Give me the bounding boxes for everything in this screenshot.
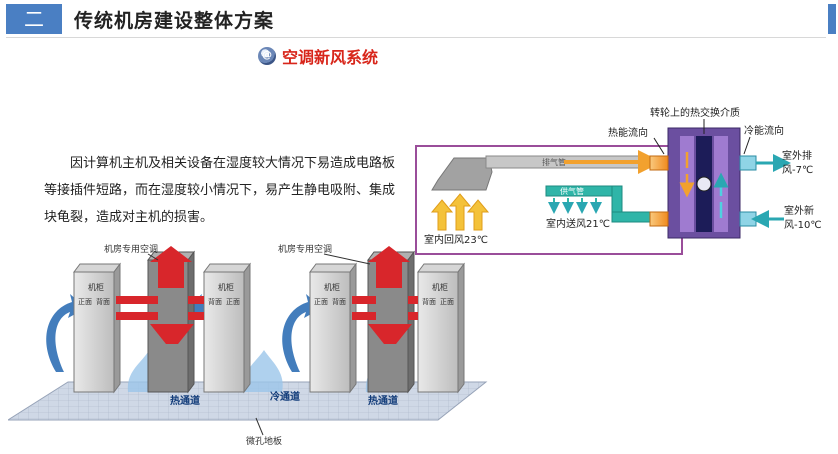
ac-unit-left-label: 机房专用空调 xyxy=(104,243,158,255)
at-icon: @ xyxy=(258,47,276,65)
cabinet-label: 机柜 xyxy=(218,282,234,292)
supply-air-arrows xyxy=(548,198,602,214)
front-label: 正面 xyxy=(440,298,454,306)
cold-port-top xyxy=(739,155,757,171)
back-label: 背面 xyxy=(422,297,436,306)
heat-exchange-diagram: 排气管 室内回风23℃ 供气管 室内送风21℃ 转轮上的热交换介质 热能流向 冷… xyxy=(415,106,822,255)
heat-flow-label: 热能流向 xyxy=(608,126,648,139)
indoor-return-label: 室内回风23℃ xyxy=(424,233,488,246)
outdoor-exhaust-label-2: 风-7℃ xyxy=(782,164,813,176)
cabinet-right-b-body xyxy=(417,271,459,393)
heat-port-bottom xyxy=(649,211,669,227)
cabinet-right-a-body xyxy=(309,271,351,393)
cold-flow-label: 冷能流向 xyxy=(744,124,784,137)
hot-aisle-label-left: 热通道 xyxy=(170,394,200,407)
cold-flow-leader xyxy=(743,136,751,155)
cabinet-label: 机柜 xyxy=(324,282,340,292)
back-label: 背面 xyxy=(96,297,110,306)
cold-port-bottom xyxy=(739,211,757,227)
front-label: 正面 xyxy=(314,298,328,306)
back-label: 背面 xyxy=(208,297,222,306)
indoor-supply-label: 室内送风21℃ xyxy=(546,217,610,230)
hot-air-flows xyxy=(116,246,418,344)
cabinet-left-a-body xyxy=(73,271,115,393)
cabinet-label: 机柜 xyxy=(432,282,448,292)
front-label: 正面 xyxy=(226,298,240,306)
section-number: 二 xyxy=(6,4,62,34)
cabinet-left-b xyxy=(203,263,251,273)
cabinet-label: 机柜 xyxy=(88,282,104,292)
back-label: 背面 xyxy=(332,297,346,306)
ac-left-leader xyxy=(147,253,159,261)
rotor-hub xyxy=(696,176,712,192)
floor-label: 微孔地板 xyxy=(246,435,282,447)
supply-pipe-lower xyxy=(611,211,657,223)
floor-label-leader xyxy=(255,417,264,436)
exhaust-hood xyxy=(431,157,493,191)
outdoor-fresh-label-1: 室外新 xyxy=(784,204,814,217)
server-room-diagram: 微孔地板 机柜 正面 背面 机柜 背面 正面 xyxy=(8,243,488,447)
section-subtitle: 空调新风系统 xyxy=(282,48,379,67)
hot-aisle-label-right: 热通道 xyxy=(368,394,398,407)
body-paragraph: 因计算机主机及相关设备在湿度较大情况下易造成电路板等接插件短路，而在湿度较小情况… xyxy=(44,156,396,225)
outdoor-exhaust-label-1: 室外排 xyxy=(782,149,812,162)
cabinet-left-b-body xyxy=(203,271,245,393)
right-accent-bar xyxy=(828,4,836,34)
supply-pipe xyxy=(545,185,623,197)
cold-aisle-label: 冷通道 xyxy=(270,390,300,403)
exhaust-duct-label: 排气管 xyxy=(542,157,566,167)
cabinet-left-a xyxy=(73,263,121,273)
supply-duct-label: 供气管 xyxy=(560,186,584,196)
return-air-arrows xyxy=(430,193,490,231)
page-title: 传统机房建设整体方案 xyxy=(74,10,275,32)
front-label: 正面 xyxy=(78,298,92,306)
heat-port-top xyxy=(649,155,669,171)
rotor-label: 转轮上的热交换介质 xyxy=(650,106,740,119)
ac-unit-right-label: 机房专用空调 xyxy=(278,243,332,255)
subtitle-row: @ 空调新风系统 xyxy=(258,44,378,68)
header-divider xyxy=(6,37,826,38)
cold-air-flows-left xyxy=(46,294,226,372)
ac-right-leader xyxy=(323,253,371,265)
outdoor-fresh-label-2: 风-10℃ xyxy=(784,219,822,231)
heat-flow-leader xyxy=(653,137,665,155)
